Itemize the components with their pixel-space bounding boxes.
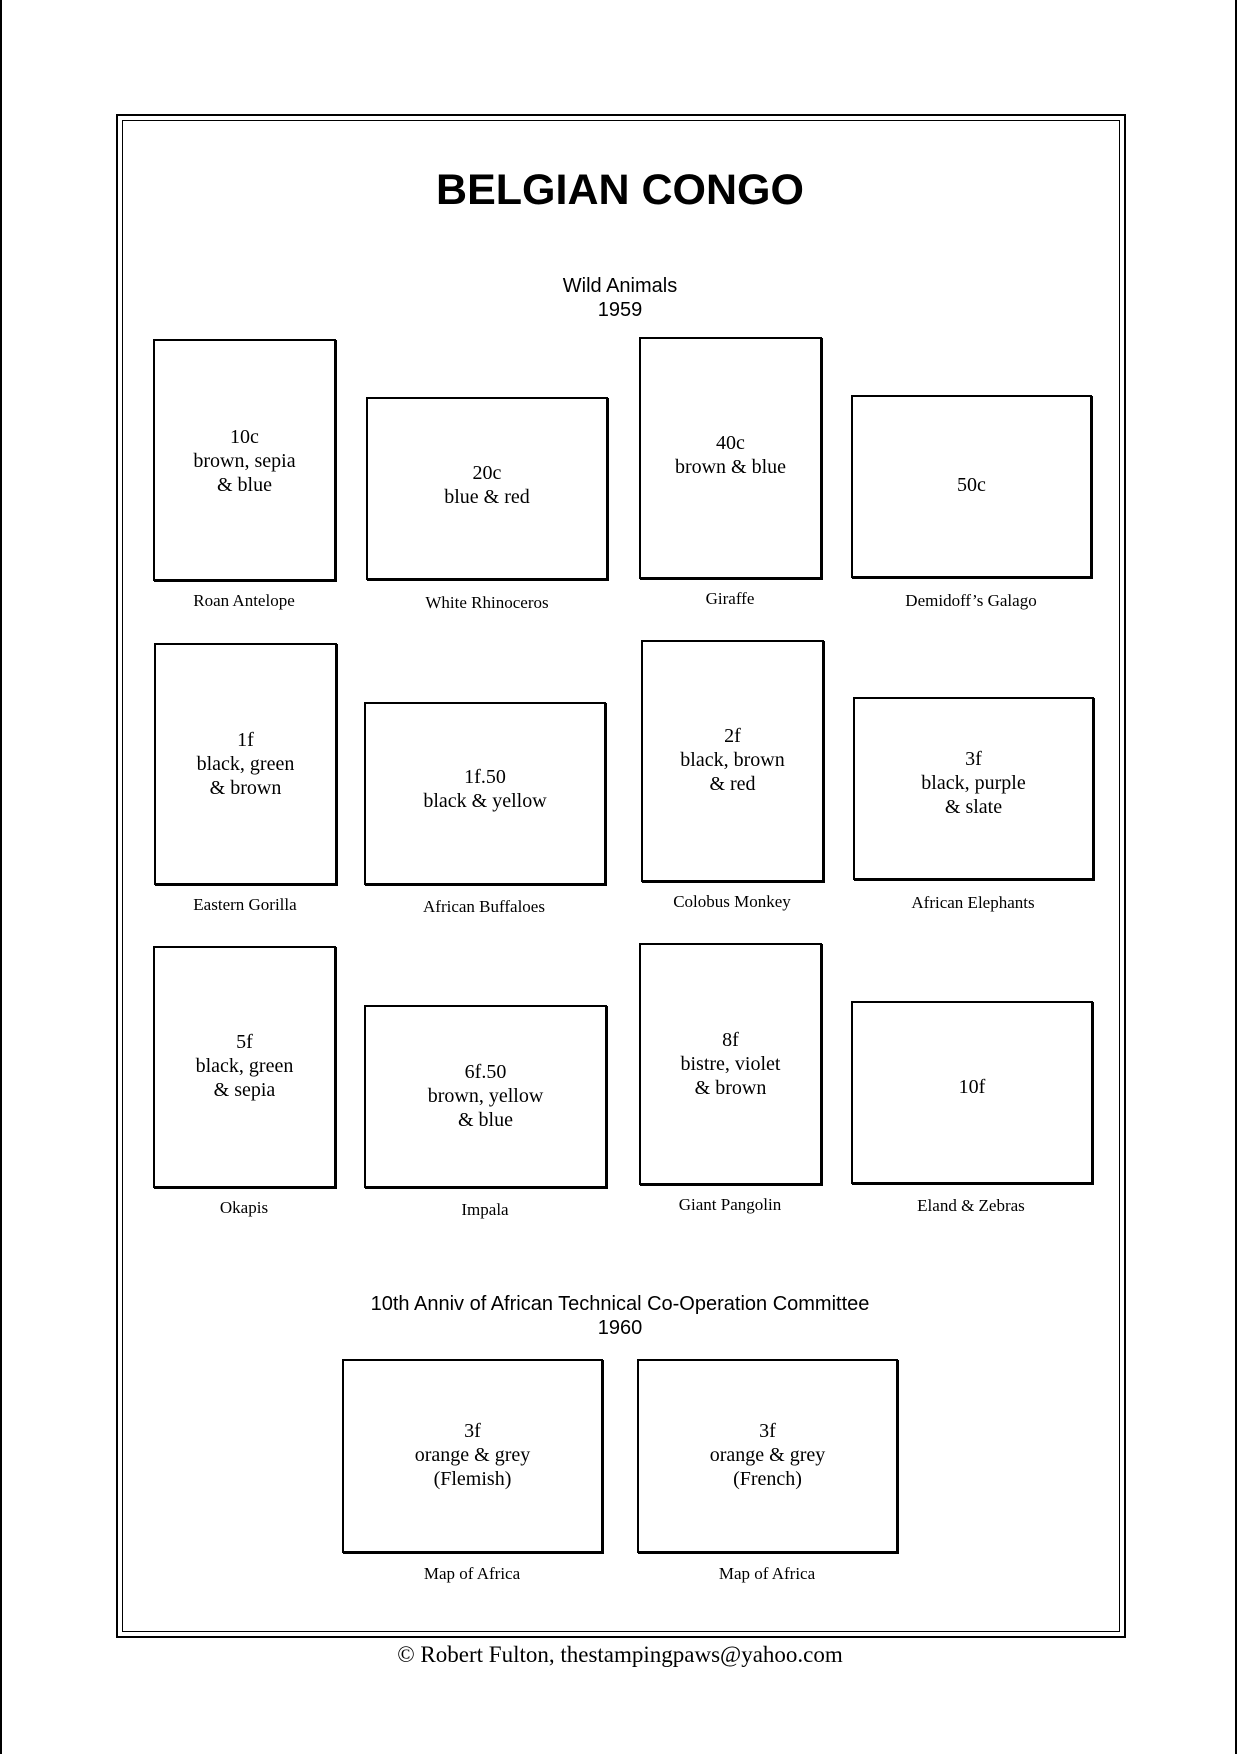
stamp-value: 10f	[958, 1076, 986, 1098]
copyright-footer: © Robert Fulton, thestampingpaws@yahoo.c…	[397, 1642, 843, 1667]
stamp-color: black, purple	[921, 772, 1026, 794]
stamp-space: 40c brown & blue	[639, 337, 822, 579]
stamp-color: & blue	[457, 1109, 513, 1131]
section-year: 1960	[597, 1317, 643, 1339]
stamp-space: 1f black, green & brown	[154, 643, 337, 885]
section-year: 1959	[597, 299, 643, 321]
stamp-value: 6f.50	[464, 1061, 507, 1083]
stamp-value: 5f	[236, 1031, 253, 1053]
stamp-color: black, green	[196, 753, 295, 775]
stamp-color: black, brown	[680, 749, 785, 771]
stamp-caption: Demidoff’s Galago	[905, 591, 1037, 610]
stamp-space: 3f black, purple & slate	[853, 697, 1094, 880]
stamp-caption: African Buffaloes	[423, 897, 545, 916]
stamp-space: 3f orange & grey (Flemish)	[342, 1359, 603, 1553]
stamp-caption: Impala	[461, 1200, 509, 1219]
stamp-color: & sepia	[213, 1079, 276, 1101]
stamp-caption: African Elephants	[911, 893, 1035, 912]
album-frame-outer	[116, 114, 1126, 1638]
section-title: Wild Animals	[562, 275, 678, 297]
stamp-caption: Eland & Zebras	[917, 1196, 1025, 1215]
stamp-caption: Map of Africa	[423, 1564, 521, 1583]
stamp-variant: (Flemish)	[433, 1468, 512, 1490]
stamp-space: 10f	[851, 1001, 1093, 1184]
stamp-value: 8f	[722, 1029, 739, 1051]
album-frame-inner	[122, 120, 1120, 1632]
stamp-space: 6f.50 brown, yellow & blue	[364, 1005, 607, 1188]
stamp-space: 8f bistre, violet & brown	[639, 943, 822, 1185]
stamp-value: 10c	[230, 426, 259, 448]
stamp-value: 50c	[957, 474, 986, 496]
stamp-space: 3f orange & grey (French)	[637, 1359, 898, 1553]
stamp-caption: White Rhinoceros	[425, 593, 549, 612]
stamp-value: 1f	[237, 729, 254, 751]
stamp-caption: Giraffe	[705, 589, 755, 608]
stamp-value: 3f	[965, 748, 982, 770]
section-title: 10th Anniv of African Technical Co-Opera…	[370, 1293, 870, 1315]
stamp-color: black, green	[195, 1055, 294, 1077]
stamp-space: 10c brown, sepia & blue	[153, 339, 336, 581]
stamp-color: black & yellow	[423, 790, 547, 812]
stamp-space: 1f.50 black & yellow	[364, 702, 606, 885]
stamp-color: & blue	[216, 474, 272, 496]
stamp-color: & brown	[694, 1077, 767, 1099]
stamp-caption: Colobus Monkey	[673, 892, 791, 911]
section-heading-technical-cooperation: 10th Anniv of African Technical Co-Opera…	[0, 1292, 1240, 1340]
stamp-caption: Roan Antelope	[193, 591, 295, 610]
stamp-caption: Eastern Gorilla	[193, 895, 297, 914]
stamp-color: brown, yellow	[427, 1085, 544, 1107]
stamp-variant: (French)	[733, 1468, 802, 1490]
stamp-space: 5f black, green & sepia	[153, 946, 336, 1188]
stamp-color: & slate	[944, 796, 1003, 818]
stamp-space: 2f black, brown & red	[641, 640, 824, 882]
stamp-color: & red	[709, 773, 756, 795]
stamp-color: blue & red	[444, 486, 530, 508]
stamp-value: 1f.50	[464, 766, 506, 788]
stamp-color: brown, sepia	[193, 450, 296, 472]
stamp-color: orange & grey	[414, 1444, 531, 1466]
stamp-space: 50c	[851, 395, 1092, 578]
stamp-caption: Okapis	[219, 1198, 269, 1217]
stamp-caption: Map of Africa	[718, 1564, 816, 1583]
stamp-color: & brown	[209, 777, 282, 799]
section-heading-wild-animals: Wild Animals 1959	[0, 274, 1240, 322]
stamp-caption: Giant Pangolin	[678, 1195, 782, 1214]
stamp-color: bistre, violet	[680, 1053, 781, 1075]
stamp-color: orange & grey	[709, 1444, 826, 1466]
stamp-space: 20c blue & red	[366, 397, 608, 580]
stamp-value: 2f	[724, 725, 741, 747]
stamp-value: 20c	[472, 462, 502, 484]
stamp-value: 3f	[464, 1420, 481, 1442]
stamp-color: brown & blue	[674, 456, 787, 478]
stamp-value: 3f	[759, 1420, 776, 1442]
stamp-value: 40c	[716, 432, 745, 454]
page-title: BELGIAN CONGO	[436, 166, 804, 214]
